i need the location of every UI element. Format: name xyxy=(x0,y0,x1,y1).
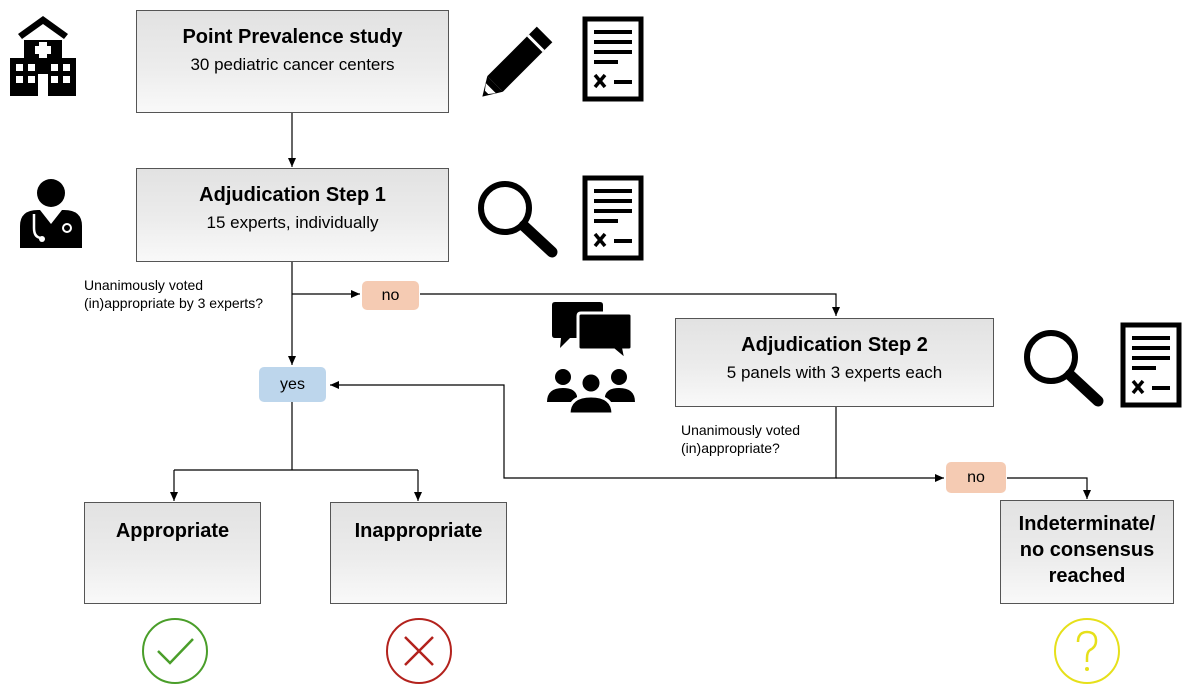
x-circle-icon xyxy=(386,618,452,684)
adjudication-step1-box: Adjudication Step 1 15 experts, individu… xyxy=(136,168,449,262)
check-circle-icon xyxy=(142,618,208,684)
arrow-step2-to-yes xyxy=(330,381,837,479)
indeterminate-line-2: no consensus xyxy=(1019,539,1155,561)
question-2-line-1: Unanimously voted xyxy=(681,422,801,438)
no-label-2: no xyxy=(946,462,1006,493)
adjudication-step1-subtitle: 15 experts, individually xyxy=(206,213,379,232)
chat-bubbles-icon xyxy=(552,302,634,360)
appropriate-title: Appropriate xyxy=(115,520,230,542)
point-prevalence-subtitle: 30 pediatric cancer centers xyxy=(190,55,395,74)
checklist-icon-1 xyxy=(582,16,644,102)
question-1-line-2: (in)appropriate by 3 experts? xyxy=(84,295,263,311)
adjudication-step2-box: Adjudication Step 2 5 panels with 3 expe… xyxy=(675,318,994,407)
question-2: Unanimously voted (in)appropriate? xyxy=(681,421,800,457)
point-prevalence-title: Point Prevalence study xyxy=(182,26,403,48)
inappropriate-title: Inappropriate xyxy=(354,520,483,542)
question-1-line-1: Unanimously voted xyxy=(84,277,204,293)
indeterminate-line-3: reached xyxy=(1048,565,1126,587)
no-label-1: no xyxy=(362,281,419,310)
indeterminate-box: Indeterminate/ no consensus reached xyxy=(1000,500,1174,604)
adjudication-step1-title: Adjudication Step 1 xyxy=(199,184,386,206)
indeterminate-title: Indeterminate/ no consensus reached xyxy=(1001,511,1173,589)
inappropriate-box: Inappropriate xyxy=(330,502,507,604)
point-prevalence-box: Point Prevalence study 30 pediatric canc… xyxy=(136,10,449,113)
adjudication-step2-subtitle: 5 panels with 3 experts each xyxy=(726,363,943,382)
hospital-icon xyxy=(10,16,76,96)
arrow-no2-to-indeterminate xyxy=(1007,477,1091,499)
yes-label: yes xyxy=(259,367,326,402)
arrow-no1-to-step2 xyxy=(420,293,840,316)
question-1: Unanimously voted (in)appropriate by 3 e… xyxy=(84,276,263,312)
question-circle-icon xyxy=(1054,618,1120,684)
magnifier-icon-1 xyxy=(478,181,558,258)
pencil-icon xyxy=(482,26,553,97)
appropriate-box: Appropriate xyxy=(84,502,261,604)
magnifier-icon-2 xyxy=(1024,330,1104,407)
checklist-icon-2 xyxy=(582,175,644,261)
adjudication-step2-title: Adjudication Step 2 xyxy=(741,334,928,356)
indeterminate-line-1: Indeterminate/ xyxy=(1018,513,1156,535)
group-icon xyxy=(547,369,635,414)
doctor-icon xyxy=(20,179,82,248)
question-2-line-2: (in)appropriate? xyxy=(681,440,780,456)
checklist-icon-3 xyxy=(1120,322,1182,408)
